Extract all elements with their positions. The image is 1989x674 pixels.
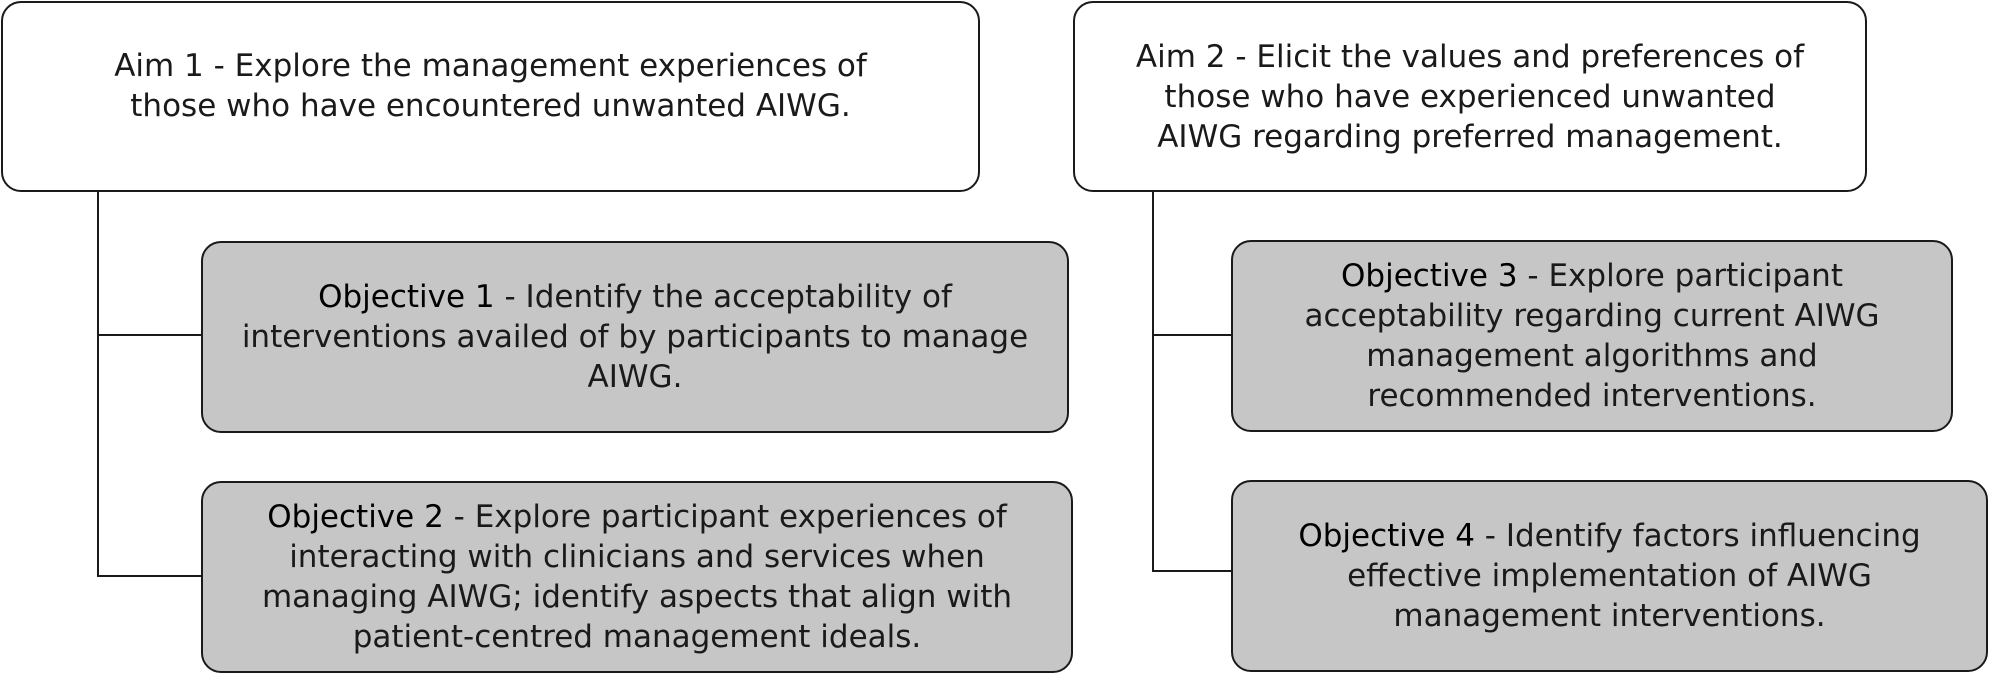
objective-2-box: Objective 2 - Explore participant experi…: [201, 481, 1073, 673]
aim-2-connector-vertical: [1152, 190, 1154, 572]
aim-1-connector-vertical: [97, 190, 99, 577]
aim-1-box: Aim 1 - Explore the management experienc…: [1, 1, 980, 192]
objective-3-box: Objective 3 - Explore participant accept…: [1231, 240, 1953, 432]
objective-2-label: Objective 2: [267, 499, 444, 535]
aim-1-objective-1-connector: [97, 334, 201, 336]
objective-2-text: - Explore participant experiences of int…: [261, 499, 1013, 655]
aim-1-objective-2-connector: [97, 575, 201, 577]
objective-1-label: Objective 1: [318, 279, 495, 315]
objective-4-label: Objective 4: [1298, 518, 1475, 554]
aim-2-objective-4-connector: [1152, 570, 1232, 572]
objective-3-text: - Explore participant acceptability rega…: [1304, 258, 1880, 414]
objective-1-text: - Identify the acceptability of interven…: [241, 279, 1029, 395]
aim-2-text: Aim 2 - Elicit the values and preference…: [1135, 38, 1805, 155]
objective-4-text: - Identify factors influencing effective…: [1347, 518, 1921, 634]
aim-1-text: Aim 1 - Explore the management experienc…: [114, 47, 867, 124]
objective-4-box: Objective 4 - Identify factors influenci…: [1231, 480, 1988, 672]
aim-2-objective-3-connector: [1152, 334, 1232, 336]
objective-3-label: Objective 3: [1341, 258, 1518, 294]
aim-2-box: Aim 2 - Elicit the values and preference…: [1073, 1, 1867, 192]
objective-1-box: Objective 1 - Identify the acceptability…: [201, 241, 1069, 433]
